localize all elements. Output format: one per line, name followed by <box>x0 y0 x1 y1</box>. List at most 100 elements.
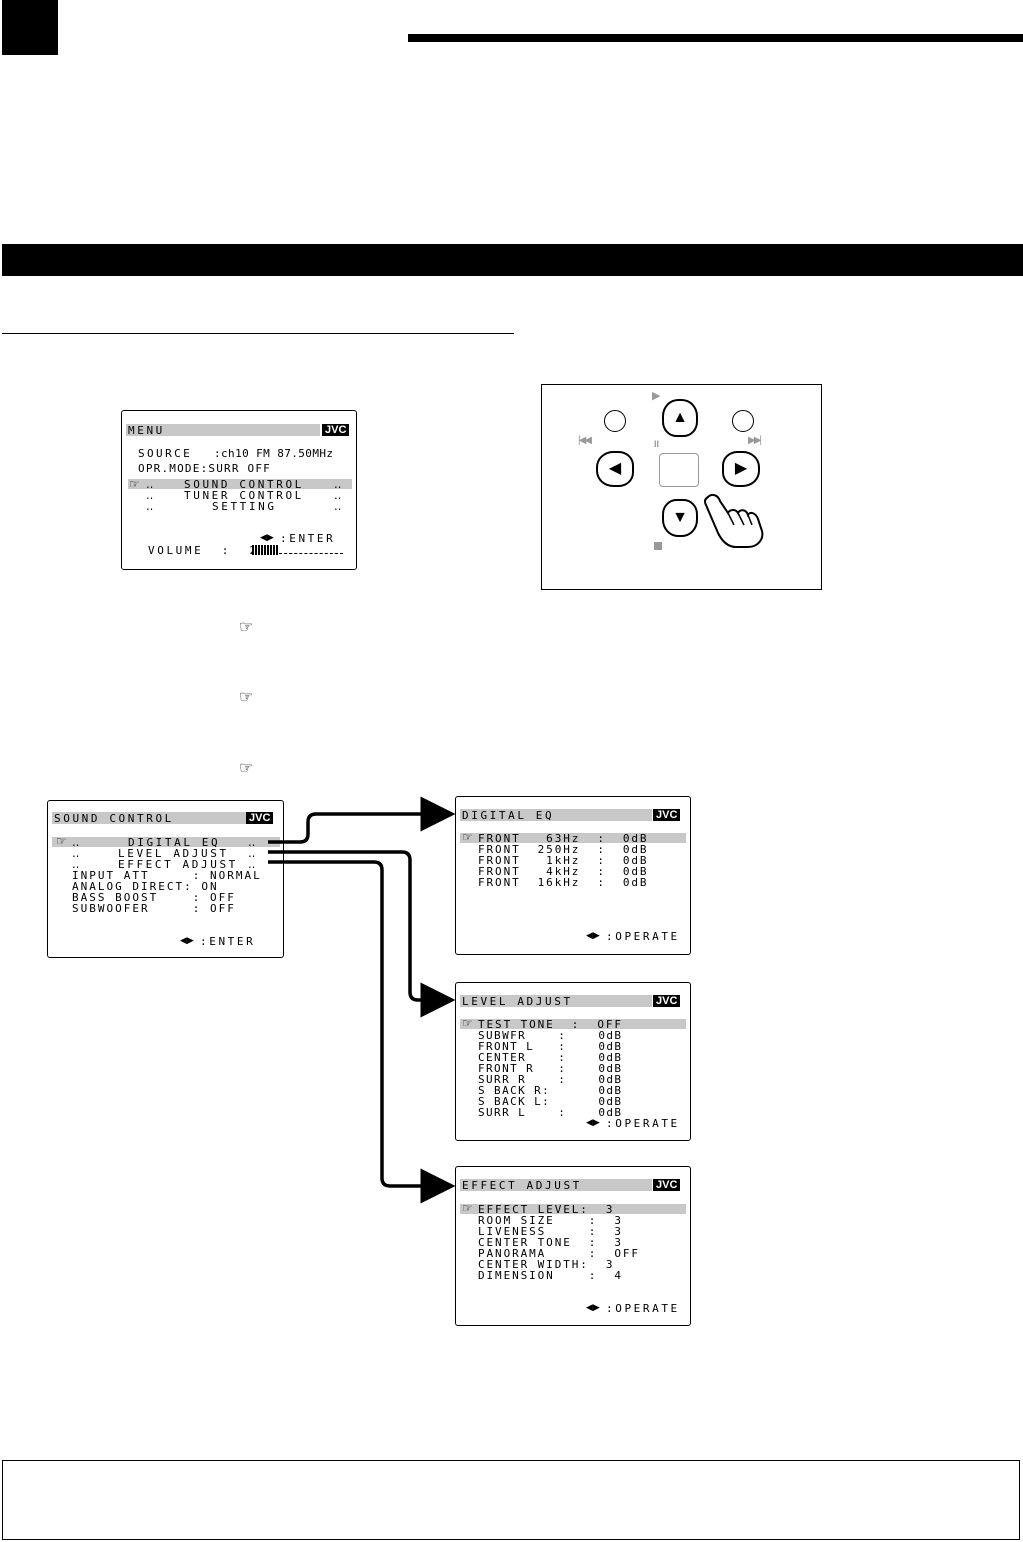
effect-adjust-highlight <box>460 1204 686 1214</box>
left-right-arrows-icon: ◀▶ <box>586 1118 600 1128</box>
eq-row-4khz[interactable]: FRONT 4kHz : 0dB <box>478 865 649 878</box>
sc-item-digital-eq[interactable]: DIGITAL EQ <box>128 836 221 849</box>
digital-eq-highlight <box>460 833 686 843</box>
volume-bar-icon <box>252 545 278 555</box>
sc-item-analog-direct[interactable]: ANALOG DIRECT: ON <box>72 880 219 893</box>
sc-item-level-adjust[interactable]: LEVEL ADJUST <box>118 847 229 860</box>
sc-item-effect-adjust[interactable]: EFFECT ADJUST <box>118 858 238 871</box>
la-row-surr-r[interactable]: SURR R : 0dB <box>478 1073 623 1086</box>
menu-dots: ‥ <box>334 500 342 513</box>
level-adjust-title-bar <box>460 995 652 1007</box>
digital-eq-operate-hint: :OPERATE <box>606 930 680 943</box>
volume-bar-track <box>279 553 343 554</box>
sound-control-highlight <box>52 837 280 847</box>
menu-item-tuner-control[interactable]: TUNER CONTROL <box>184 489 304 502</box>
arrow-to-digital-eq <box>268 796 456 844</box>
jvc-logo: JVC <box>653 995 681 1007</box>
sound-control-screen: SOUND CONTROL JVC ☞ ‥ DIGITAL EQ ‥ ‥ LEV… <box>47 800 284 958</box>
sc-dots: ‥ <box>72 847 80 860</box>
menu-dots: ‥ <box>334 478 342 491</box>
menu-screen: MENU JVC SOURCE :ch10 FM 87.50MHz OPR.MO… <box>121 410 357 570</box>
ea-row-dimension[interactable]: DIMENSION : 4 <box>478 1269 623 1282</box>
left-button[interactable]: ◀ <box>596 451 634 487</box>
ea-row-liveness[interactable]: LIVENESS : 3 <box>478 1225 623 1238</box>
pause-icon: II <box>654 439 660 449</box>
left-arrow-icon: ◀ <box>608 460 622 477</box>
la-row-surr-l[interactable]: SURR L : 0dB <box>478 1106 623 1119</box>
down-button[interactable]: ▼ <box>662 499 698 537</box>
reference-pointer-icon: ☞ <box>239 760 254 777</box>
down-arrow-icon: ▼ <box>672 509 688 526</box>
jvc-logo: JVC <box>322 424 350 436</box>
menu-item-setting[interactable]: SETTING <box>212 500 277 513</box>
left-right-arrows-icon: ◀▶ <box>260 533 274 543</box>
la-row-s-back-l[interactable]: S BACK L: 0dB <box>478 1095 623 1108</box>
menu-dots: ‥ <box>146 489 154 502</box>
ea-row-panorama[interactable]: PANORAMA : OFF <box>478 1247 640 1260</box>
section-band <box>2 244 1023 276</box>
menu-dots: ‥ <box>146 500 154 513</box>
prev-track-icon: |◀◀ <box>578 435 592 446</box>
reference-pointer-icon: ☞ <box>239 689 254 706</box>
sc-enter-hint: :ENTER <box>200 935 256 948</box>
ea-row-room-size[interactable]: ROOM SIZE : 3 <box>478 1214 623 1227</box>
effect-adjust-screen: EFFECT ADJUST JVC ☞ EFFECT LEVEL: 3 ROOM… <box>455 1166 691 1326</box>
left-round-button[interactable] <box>604 410 626 432</box>
menu-source-label: SOURCE <box>138 447 193 460</box>
next-track-icon: ▶▶| <box>748 435 762 446</box>
subsection-rule <box>2 333 514 334</box>
sc-dots: ‥ <box>248 836 256 849</box>
up-arrow-icon: ▲ <box>672 409 688 426</box>
note-box <box>2 1460 1020 1540</box>
up-button[interactable]: ▲ <box>662 399 698 437</box>
la-row-s-back-r[interactable]: S BACK R: 0dB <box>478 1084 623 1097</box>
right-round-button[interactable] <box>732 410 754 432</box>
level-adjust-title: LEVEL ADJUST <box>462 995 573 1008</box>
pointer-icon: ☞ <box>462 830 473 844</box>
pressing-hand-icon <box>703 493 764 548</box>
ea-row-center-tone[interactable]: CENTER TONE : 3 <box>478 1236 623 1249</box>
eq-row-1khz[interactable]: FRONT 1kHz : 0dB <box>478 854 649 867</box>
play-icon: ▶ <box>652 390 661 402</box>
menu-dots: ‥ <box>146 478 154 491</box>
sound-control-title-bar <box>52 812 246 824</box>
level-adjust-operate-hint: :OPERATE <box>606 1117 680 1130</box>
sc-item-input-att[interactable]: INPUT ATT : NORMAL <box>72 869 262 882</box>
level-adjust-highlight <box>460 1019 686 1029</box>
header-rule <box>408 34 1023 42</box>
remote-panel: ▶ |◀◀ ▶▶| II ▲ ◀ ▶ ▼ <box>541 384 822 590</box>
effect-adjust-title-bar <box>460 1179 652 1191</box>
pointer-icon: ☞ <box>462 1016 473 1030</box>
pointer-icon: ☞ <box>129 477 140 491</box>
la-row-front-l[interactable]: FRONT L : 0dB <box>478 1040 623 1053</box>
la-row-test-tone[interactable]: TEST TONE : OFF <box>478 1018 623 1031</box>
la-row-subwfr[interactable]: SUBWFR : 0dB <box>478 1029 623 1042</box>
center-enter-button[interactable] <box>659 453 699 487</box>
la-row-front-r[interactable]: FRONT R : 0dB <box>478 1062 623 1075</box>
menu-dots: ‥ <box>334 489 342 502</box>
arrow-to-effect-adjust <box>268 860 456 1204</box>
eq-row-250hz[interactable]: FRONT 250Hz : 0dB <box>478 843 649 856</box>
stop-icon <box>654 542 662 550</box>
la-row-center[interactable]: CENTER : 0dB <box>478 1051 623 1064</box>
eq-row-63hz[interactable]: FRONT 63Hz : 0dB <box>478 832 649 845</box>
menu-item-sound-control[interactable]: SOUND CONTROL <box>184 478 304 491</box>
menu-enter-hint: :ENTER <box>280 532 336 545</box>
ea-row-center-width[interactable]: CENTER WIDTH: 3 <box>478 1258 615 1271</box>
digital-eq-screen: DIGITAL EQ JVC ☞ FRONT 63Hz : 0dB FRONT … <box>455 796 691 955</box>
sc-dots: ‥ <box>72 836 80 849</box>
digital-eq-title: DIGITAL EQ <box>462 809 555 822</box>
menu-title-bar <box>126 424 320 436</box>
sc-item-subwoofer[interactable]: SUBWOOFER : OFF <box>72 902 236 915</box>
menu-highlight <box>128 479 352 489</box>
effect-adjust-operate-hint: :OPERATE <box>606 1302 680 1315</box>
ea-row-effect-level[interactable]: EFFECT LEVEL: 3 <box>478 1203 615 1216</box>
jvc-logo: JVC <box>653 1179 681 1191</box>
menu-opr-mode: OPR.MODE:SURR OFF <box>138 462 271 475</box>
eq-row-16khz[interactable]: FRONT 16kHz : 0dB <box>478 876 649 889</box>
effect-adjust-title: EFFECT ADJUST <box>462 1179 582 1192</box>
sc-item-bass-boost[interactable]: BASS BOOST : OFF <box>72 891 236 904</box>
right-button[interactable]: ▶ <box>722 451 760 487</box>
page-corner-block <box>2 0 58 55</box>
